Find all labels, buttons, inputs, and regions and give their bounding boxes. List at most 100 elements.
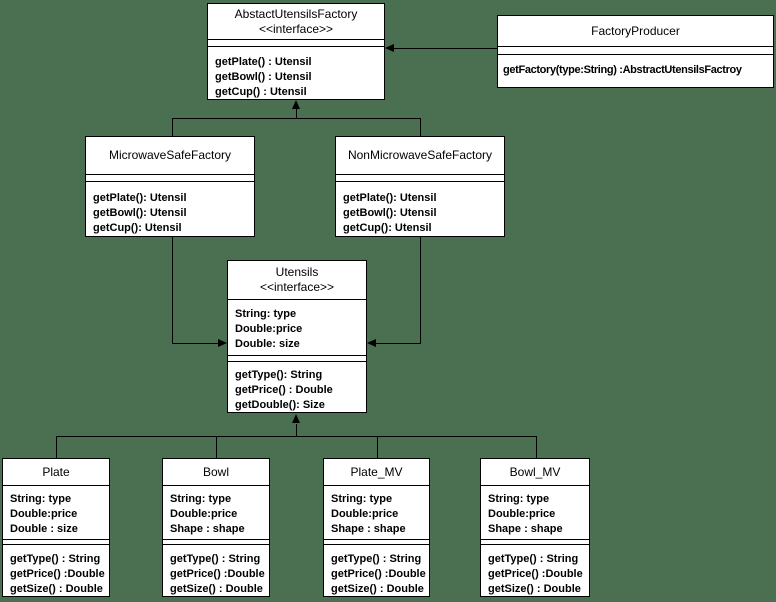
class-utensils[interactable]: Utensils <<interface>> String: type Doub… <box>227 260 367 413</box>
field: Shape : shape <box>488 523 563 535</box>
edge-microwavefactory-riser <box>172 118 173 136</box>
method: getCup(): Utensil <box>93 222 182 234</box>
field: Shape : shape <box>331 523 406 535</box>
edge-subclasses-horizontal <box>56 436 536 437</box>
methods-compartment: getPlate() : Utensil getBowl() : Utensil… <box>208 46 384 100</box>
field: Double:price <box>170 508 238 520</box>
field: Shape : shape <box>170 523 245 535</box>
empty-compartment <box>86 174 254 181</box>
class-name: Utensils <box>275 265 319 279</box>
class-abstract-utensils-factory[interactable]: AbstactUtensilsFactory <<interface>> get… <box>207 3 385 100</box>
method: getBowl(): Utensil <box>343 207 437 219</box>
class-plate-mv[interactable]: Plate_MV String: type Double:price Shape… <box>323 458 430 597</box>
fields-compartment: String: type Double:price Shape : shape <box>324 485 429 539</box>
method: getSize() : Double <box>170 583 263 595</box>
empty-compartment <box>498 46 773 54</box>
methods-compartment: getType() : String getPrice() :Double ge… <box>163 544 269 597</box>
method: getCup() : Utensil <box>215 86 307 98</box>
fields-compartment: String: type Double:price Double: size <box>228 299 366 355</box>
fields-compartment: String: type Double:price Double : size <box>3 485 109 539</box>
method: getPrice() :Double <box>331 568 426 580</box>
method: getType() : String <box>170 553 261 565</box>
method: getType() : String <box>331 553 422 565</box>
class-plate[interactable]: Plate String: type Double:price Double :… <box>2 458 110 597</box>
empty-compartment <box>3 539 109 544</box>
method: getPlate(): Utensil <box>343 192 437 204</box>
field: String: type <box>488 493 550 505</box>
edge-bowlmv-riser <box>536 436 537 458</box>
method: getPlate(): Utensil <box>93 192 187 204</box>
class-name: Bowl_MV <box>509 464 561 479</box>
methods-compartment: getType() : String getPrice() :Double ge… <box>3 544 109 597</box>
method: getBowl(): Utensil <box>93 207 187 219</box>
edge-platemv-riser <box>377 436 378 458</box>
class-title: Bowl_MV <box>481 459 589 485</box>
method: getSize() : Double <box>331 583 424 595</box>
field: String: type <box>170 493 232 505</box>
arrowhead-left-icon <box>385 44 394 52</box>
method: getFactory(type:String) :AbstractUtensil… <box>503 64 742 76</box>
method: getSize() : Double <box>10 583 103 595</box>
field: Double:price <box>235 323 303 335</box>
method: getPrice() :Double <box>488 568 583 580</box>
edge-abstractfactory-stem <box>296 109 297 119</box>
arrowhead-left-icon <box>367 339 376 347</box>
class-title: FactoryProducer <box>498 16 773 46</box>
empty-compartment <box>163 539 269 544</box>
class-name: AbstactUtensilsFactory <box>234 6 358 21</box>
class-title: AbstactUtensilsFactory <<interface>> <box>208 4 384 39</box>
method: getPrice() :Double <box>10 568 105 580</box>
edge-nonmicrowavefactory-to-utensils-v <box>420 237 421 344</box>
class-bowl[interactable]: Bowl String: type Double:price Shape : s… <box>162 458 270 597</box>
class-name: Plate <box>42 464 70 479</box>
class-name: Bowl <box>202 464 229 479</box>
class-name: NonMicrowaveSafeFactory <box>347 148 493 162</box>
field: Double: size <box>235 338 300 350</box>
class-non-microwave-safe-factory[interactable]: NonMicrowaveSafeFactory getPlate(): Uten… <box>335 136 505 237</box>
field: Double:price <box>10 508 78 520</box>
method: getSize() : Double <box>488 583 581 595</box>
methods-compartment: getType(): String getPrice() : Double ge… <box>228 361 366 413</box>
class-title: Plate <box>3 459 109 485</box>
class-name: FactoryProducer <box>591 23 680 38</box>
empty-compartment <box>324 539 429 544</box>
fields-compartment: String: type Double:price Shape : shape <box>163 485 269 539</box>
class-name: Plate_MV <box>350 464 403 479</box>
class-stereotype: <<interface>> <box>259 280 335 294</box>
fields-compartment: String: type Double:price Shape : shape <box>481 485 589 539</box>
method: getPlate() : Utensil <box>215 56 312 68</box>
class-microwave-safe-factory[interactable]: MicrowaveSafeFactory getPlate(): Utensil… <box>85 136 255 237</box>
edge-bowl-riser <box>216 436 217 458</box>
method: getType(): String <box>235 369 323 381</box>
empty-compartment <box>208 39 384 46</box>
class-title: NonMicrowaveSafeFactory <box>336 137 504 174</box>
method: getType() : String <box>488 553 579 565</box>
edge-nonmicrowavefactory-riser <box>420 118 421 136</box>
field: String: type <box>10 493 72 505</box>
arrowhead-up-icon <box>292 100 300 109</box>
class-title: Bowl <box>163 459 269 485</box>
arrowhead-up-icon <box>292 414 300 423</box>
method: getType() : String <box>10 553 101 565</box>
arrowhead-right-icon <box>218 339 227 347</box>
method: getPrice() : Double <box>235 384 333 396</box>
class-title: Plate_MV <box>324 459 429 485</box>
class-name: MicrowaveSafeFactory <box>108 148 232 162</box>
class-stereotype: <<interface>> <box>258 21 334 36</box>
methods-compartment: getType() : String getPrice() :Double ge… <box>324 544 429 597</box>
edge-factoryproducer-to-abstractfactory <box>391 48 497 49</box>
method: getBowl() : Utensil <box>215 71 312 83</box>
method: getPrice() :Double <box>170 568 265 580</box>
class-title: MicrowaveSafeFactory <box>86 137 254 174</box>
class-title: Utensils <<interface>> <box>228 261 366 299</box>
field: Double:price <box>488 508 556 520</box>
field: Double:price <box>331 508 399 520</box>
methods-compartment: getPlate(): Utensil getBowl(): Utensil g… <box>86 181 254 236</box>
empty-compartment <box>336 174 504 181</box>
class-factory-producer[interactable]: FactoryProducer getFactory(type:String) … <box>497 15 774 88</box>
edge-nonmicrowavefactory-to-utensils-h <box>374 343 421 344</box>
field: String: type <box>331 493 393 505</box>
methods-compartment: getPlate(): Utensil getBowl(): Utensil g… <box>336 181 504 236</box>
class-bowl-mv[interactable]: Bowl_MV String: type Double:price Shape … <box>480 458 590 597</box>
